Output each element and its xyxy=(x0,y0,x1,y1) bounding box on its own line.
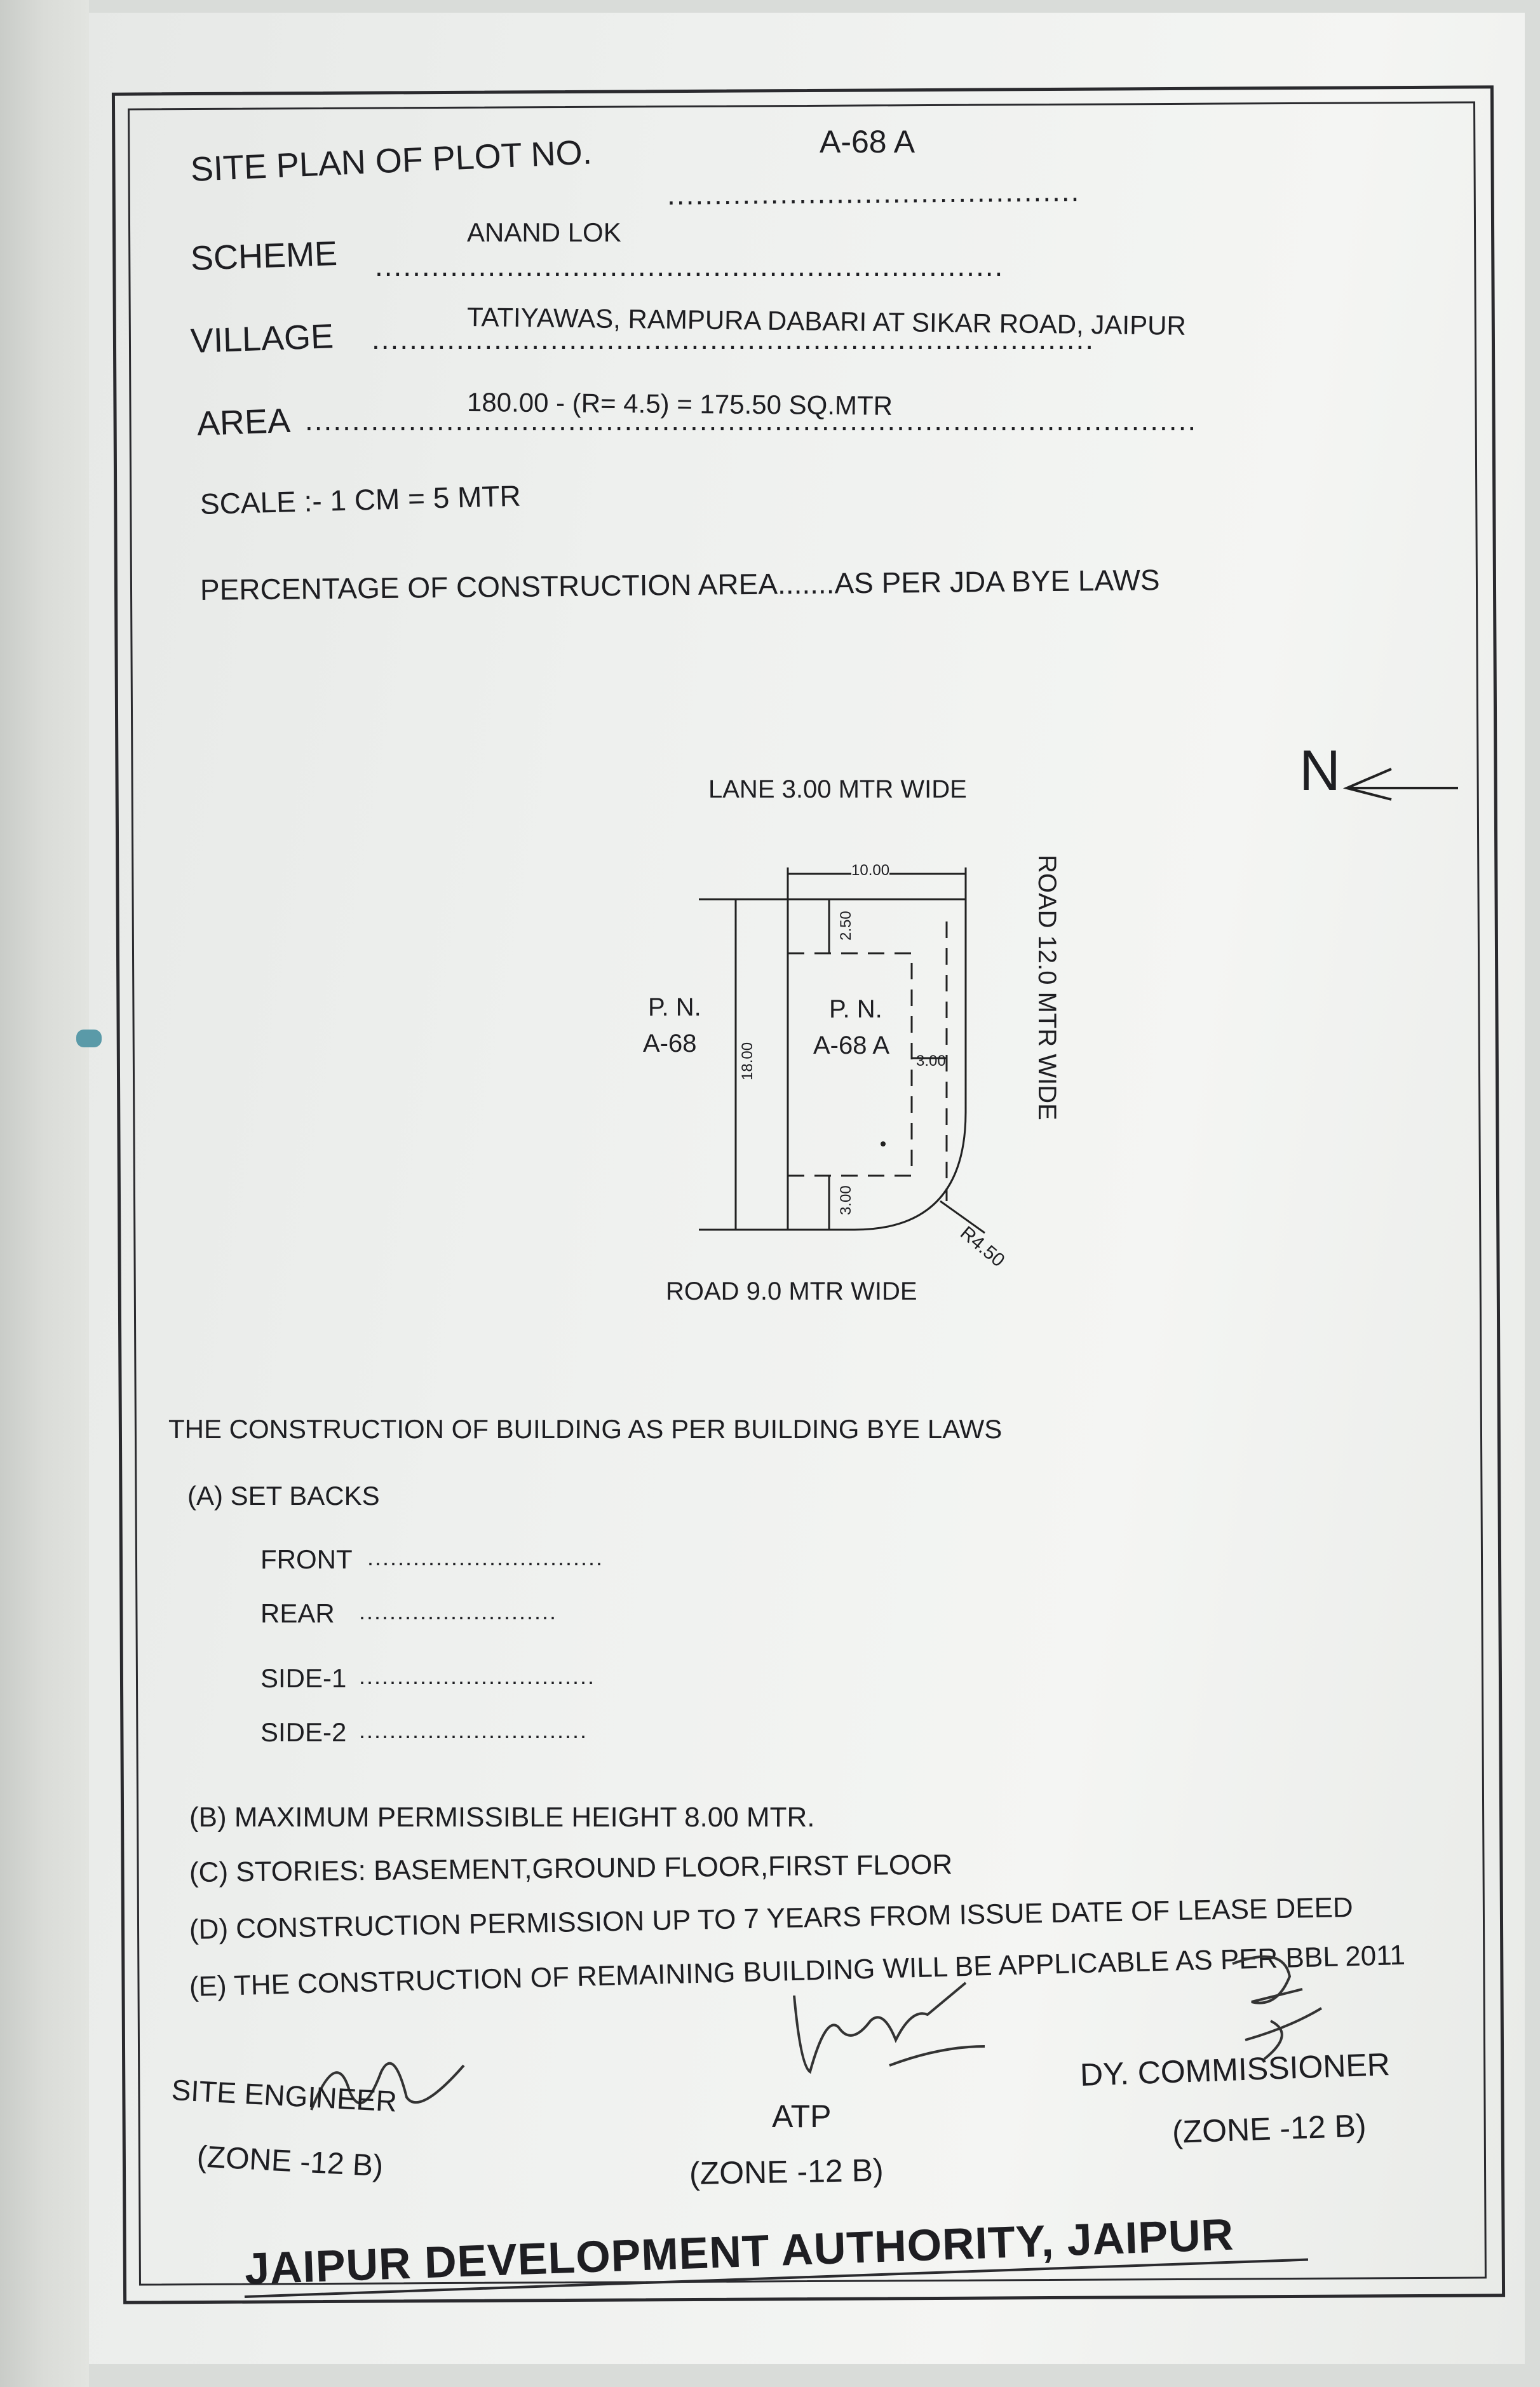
document-page xyxy=(64,13,1525,2364)
village-dotted-line: ........................................… xyxy=(372,322,1095,355)
plot-dotted-line: ........................................… xyxy=(666,174,1081,211)
width-dimension: 10.00 xyxy=(851,862,890,879)
area-dotted-line: ........................................… xyxy=(305,404,1198,437)
road-bottom-label: ROAD 9.0 MTR WIDE xyxy=(666,1277,917,1305)
road-right-label: ROAD 12.0 MTR WIDE xyxy=(1033,855,1061,1120)
scale-text: SCALE :- 1 CM = 5 MTR xyxy=(199,479,522,520)
north-arrow-icon xyxy=(1342,768,1458,801)
neighbor-pn-label: P. N. xyxy=(648,993,701,1021)
neighbor-plot-number: A-68 xyxy=(643,1030,697,1057)
setbacks-label: (A) SET BACKS xyxy=(187,1481,380,1511)
plot-number-label: A-68 A xyxy=(813,1031,890,1059)
site-engineer-signature xyxy=(310,2062,465,2111)
side2-dotted-line: .............................. xyxy=(359,1717,588,1743)
front-dotted-line: ............................... xyxy=(367,1544,604,1570)
rear-dotted-line: .......................... xyxy=(359,1598,558,1624)
atp-signature xyxy=(793,1982,985,2074)
dy-commissioner-signature xyxy=(1232,1955,1323,2060)
rear-label: REAR xyxy=(260,1598,335,1628)
bottom-setback-dimension: 3.00 xyxy=(837,1185,854,1215)
plot-value: A-68 A xyxy=(820,124,915,160)
side-setback-dimension: 3.00 xyxy=(916,1052,946,1070)
dy-commissioner-zone: (ZONE -12 B) xyxy=(1172,2107,1367,2150)
side1-label: SIDE-1 xyxy=(260,1663,347,1693)
area-value: 180.00 - (R= 4.5) = 175.50 SQ.MTR xyxy=(466,387,893,421)
atp-title: ATP xyxy=(772,2098,832,2134)
side2-label: SIDE-2 xyxy=(260,1717,347,1747)
rule-b: (B) MAXIMUM PERMISSIBLE HEIGHT 8.00 MTR. xyxy=(189,1802,815,1833)
north-label: N xyxy=(1299,739,1341,803)
top-setback-dimension: 2.50 xyxy=(837,911,854,941)
rules-heading: THE CONSTRUCTION OF BUILDING AS PER BUIL… xyxy=(168,1414,1003,1444)
plot-pn-label: P. N. xyxy=(829,995,882,1023)
binding-thread xyxy=(76,1030,102,1047)
village-label: VILLAGE xyxy=(189,317,335,360)
site-plan-drawing xyxy=(699,867,985,1234)
scheme-dotted-line: ........................................… xyxy=(375,249,1004,282)
book-binding xyxy=(0,0,102,2387)
side1-dotted-line: ............................... xyxy=(359,1663,596,1689)
scheme-label: SCHEME xyxy=(189,234,338,278)
area-label: AREA xyxy=(196,401,292,443)
front-label: FRONT xyxy=(260,1544,353,1574)
scheme-value: ANAND LOK xyxy=(467,217,621,247)
depth-dimension: 18.00 xyxy=(739,1042,756,1080)
atp-zone: (ZONE -12 B) xyxy=(689,2152,884,2191)
lane-label: LANE 3.00 MTR WIDE xyxy=(708,775,967,803)
